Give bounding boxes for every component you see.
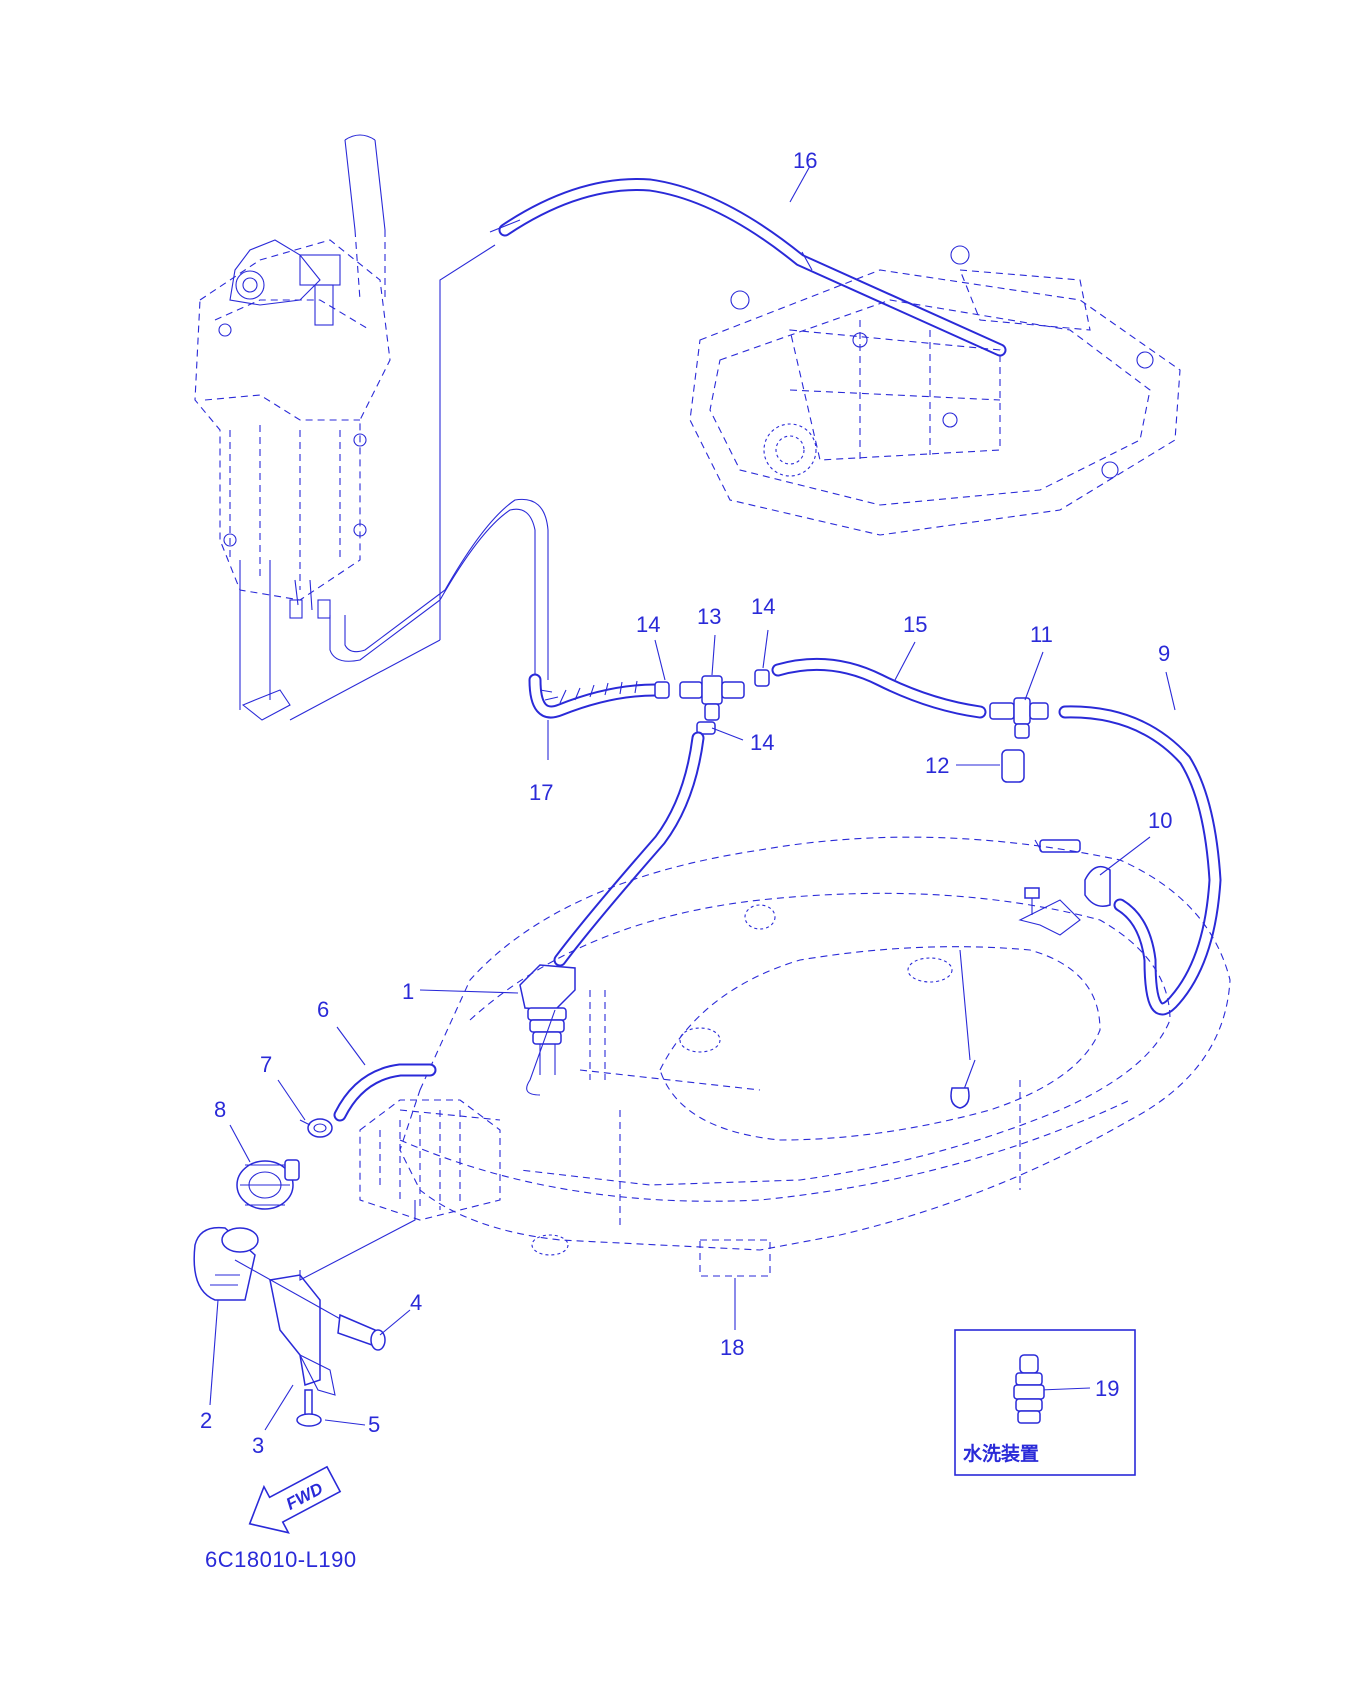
callout-17: 17 [529, 780, 553, 805]
callout-leaders [209, 165, 1176, 1431]
grommet-1 [519, 964, 576, 1075]
callout-11: 11 [1030, 622, 1053, 647]
hose-17 [528, 673, 662, 719]
clamp-10 [1018, 839, 1111, 936]
callout-9: 9 [1158, 641, 1170, 666]
callout-12: 12 [925, 753, 949, 778]
callout-19: 19 [1095, 1376, 1119, 1401]
callout-14-lower: 14 [750, 730, 774, 755]
clamp-7 [299, 1118, 333, 1138]
leader-frame-engine [289, 639, 441, 721]
nut-8 [236, 1159, 300, 1210]
hose-1 [553, 731, 705, 967]
intake-detail [359, 1099, 501, 1221]
bottom-cowling-outline [399, 836, 1231, 1277]
callout-3: 3 [252, 1433, 264, 1458]
callout-16: 16 [793, 148, 817, 173]
inset-caption: 水洗装置 [963, 1442, 1039, 1465]
callout-2: 2 [200, 1408, 212, 1433]
screw-5 [296, 1389, 322, 1427]
flush-device-inset: 水洗装置 [954, 1329, 1136, 1476]
engine-return-hose [329, 498, 549, 680]
hose-9 [1058, 705, 1222, 1016]
tee-fitting-11 [989, 697, 1049, 783]
fwd-label: FWD [283, 1479, 326, 1514]
bracket-3 [269, 1274, 336, 1396]
callout-15: 15 [903, 612, 927, 637]
part-19-fitting [1013, 1354, 1045, 1424]
hose-6 [333, 1063, 437, 1122]
bottom-plate-outline [689, 245, 1181, 536]
callout-18: 18 [720, 1335, 744, 1360]
fwd-arrow: FWD [248, 1465, 342, 1534]
guide-line-bracket [299, 1200, 416, 1281]
callout-8: 8 [214, 1097, 226, 1122]
callout-7: 7 [260, 1052, 272, 1077]
hose-15 [771, 657, 987, 719]
callout-1: 1 [402, 979, 414, 1004]
screw-4 [234, 1259, 386, 1351]
hose-16 [489, 178, 1007, 357]
leader-frame-16 [439, 244, 496, 640]
engine-assembly-outline [194, 134, 391, 721]
drawing-code: 6C18010-L190 [205, 1547, 357, 1572]
callout-4: 4 [410, 1290, 422, 1315]
callout-labels: 16 17 14 13 14 14 15 11 12 9 10 1 6 7 8 … [200, 148, 1172, 1458]
callout-14-right: 14 [751, 594, 775, 619]
callout-14-left: 14 [636, 612, 660, 637]
tee-fitting-13 [654, 669, 770, 735]
callout-10: 10 [1148, 808, 1172, 833]
part-2 [193, 1226, 259, 1301]
callout-13: 13 [697, 604, 721, 629]
callout-5: 5 [368, 1412, 380, 1437]
callout-6: 6 [317, 997, 329, 1022]
